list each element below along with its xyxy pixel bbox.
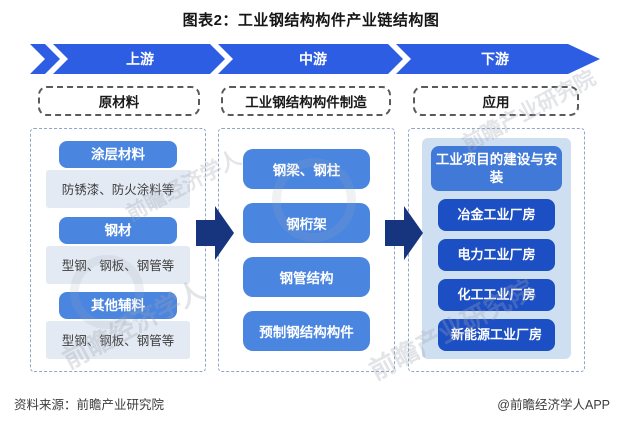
group-label: 钢材 xyxy=(59,216,177,244)
arrow-upstream-to-midstream-icon xyxy=(196,206,234,260)
product-item: 预制钢结构构件 xyxy=(243,311,370,351)
process-banner: 上游 中游 下游 xyxy=(0,44,622,74)
column-header-manufacturing: 工业钢结构构件制造 xyxy=(221,86,391,116)
material-group-steel: 钢材 型钢、钢板、钢管等 xyxy=(41,216,195,284)
column-header-raw-materials: 原材料 xyxy=(38,86,200,116)
page-title: 图表2：工业钢结构构件产业链结构图 xyxy=(182,12,440,29)
banner-segment-3-shape xyxy=(396,44,600,74)
upstream-groups: 涂层材料 防锈漆、防火涂料等 钢材 型钢、钢板、钢管等 其他辅料 型钢、钢板、钢… xyxy=(41,133,195,367)
material-group-coating: 涂层材料 防锈漆、防火涂料等 xyxy=(41,141,195,209)
banner-segment-1-shape xyxy=(53,44,225,74)
source-note: 资料来源：前瞻产业研究院 xyxy=(14,398,165,412)
midstream-items: 钢梁、钢柱 钢桁架 钢管结构 预制钢结构构件 xyxy=(219,135,394,365)
application-item: 电力工业厂房 xyxy=(438,238,555,272)
application-panel-title: 工业项目的建设与安装 xyxy=(431,146,562,192)
arrow-midstream-to-downstream-icon xyxy=(385,206,423,260)
material-group-auxiliary: 其他辅料 型钢、钢板、钢管等 xyxy=(41,291,195,359)
product-item: 钢桁架 xyxy=(243,203,370,243)
group-detail: 型钢、钢板、钢管等 xyxy=(46,320,190,359)
column-header-application: 应用 xyxy=(413,86,579,116)
product-item: 钢梁、钢柱 xyxy=(243,149,370,189)
banner-arrow-shape xyxy=(30,44,600,74)
group-detail: 型钢、钢板、钢管等 xyxy=(46,245,190,284)
application-panel: 工业项目的建设与安装 冶金工业厂房 电力工业厂房 化工工业厂房 新能源工业厂房 xyxy=(422,138,571,359)
banner-segment-2-shape xyxy=(218,44,403,74)
banner-label-upstream: 上游 xyxy=(126,51,154,67)
group-label: 涂层材料 xyxy=(59,141,177,169)
banner-start-chevron-icon xyxy=(30,44,60,74)
brand-credit: @前瞻经济学人APP xyxy=(497,398,610,412)
product-item: 钢管结构 xyxy=(243,257,370,297)
group-label: 其他辅料 xyxy=(59,291,177,319)
banner-label-downstream: 下游 xyxy=(481,51,509,67)
downstream-content-box: 工业项目的建设与安装 冶金工业厂房 电力工业厂房 化工工业厂房 新能源工业厂房 xyxy=(408,128,585,372)
midstream-content-box: 钢梁、钢柱 钢桁架 钢管结构 预制钢结构构件 xyxy=(218,128,395,372)
application-item: 冶金工业厂房 xyxy=(438,198,555,232)
banner-label-midstream: 中游 xyxy=(299,51,327,67)
application-item: 化工工业厂房 xyxy=(438,278,555,311)
application-item: 新能源工业厂房 xyxy=(438,318,555,351)
group-detail: 防锈漆、防火涂料等 xyxy=(46,170,190,209)
upstream-content-box: 涂层材料 防锈漆、防火涂料等 钢材 型钢、钢板、钢管等 其他辅料 型钢、钢板、钢… xyxy=(30,128,206,372)
